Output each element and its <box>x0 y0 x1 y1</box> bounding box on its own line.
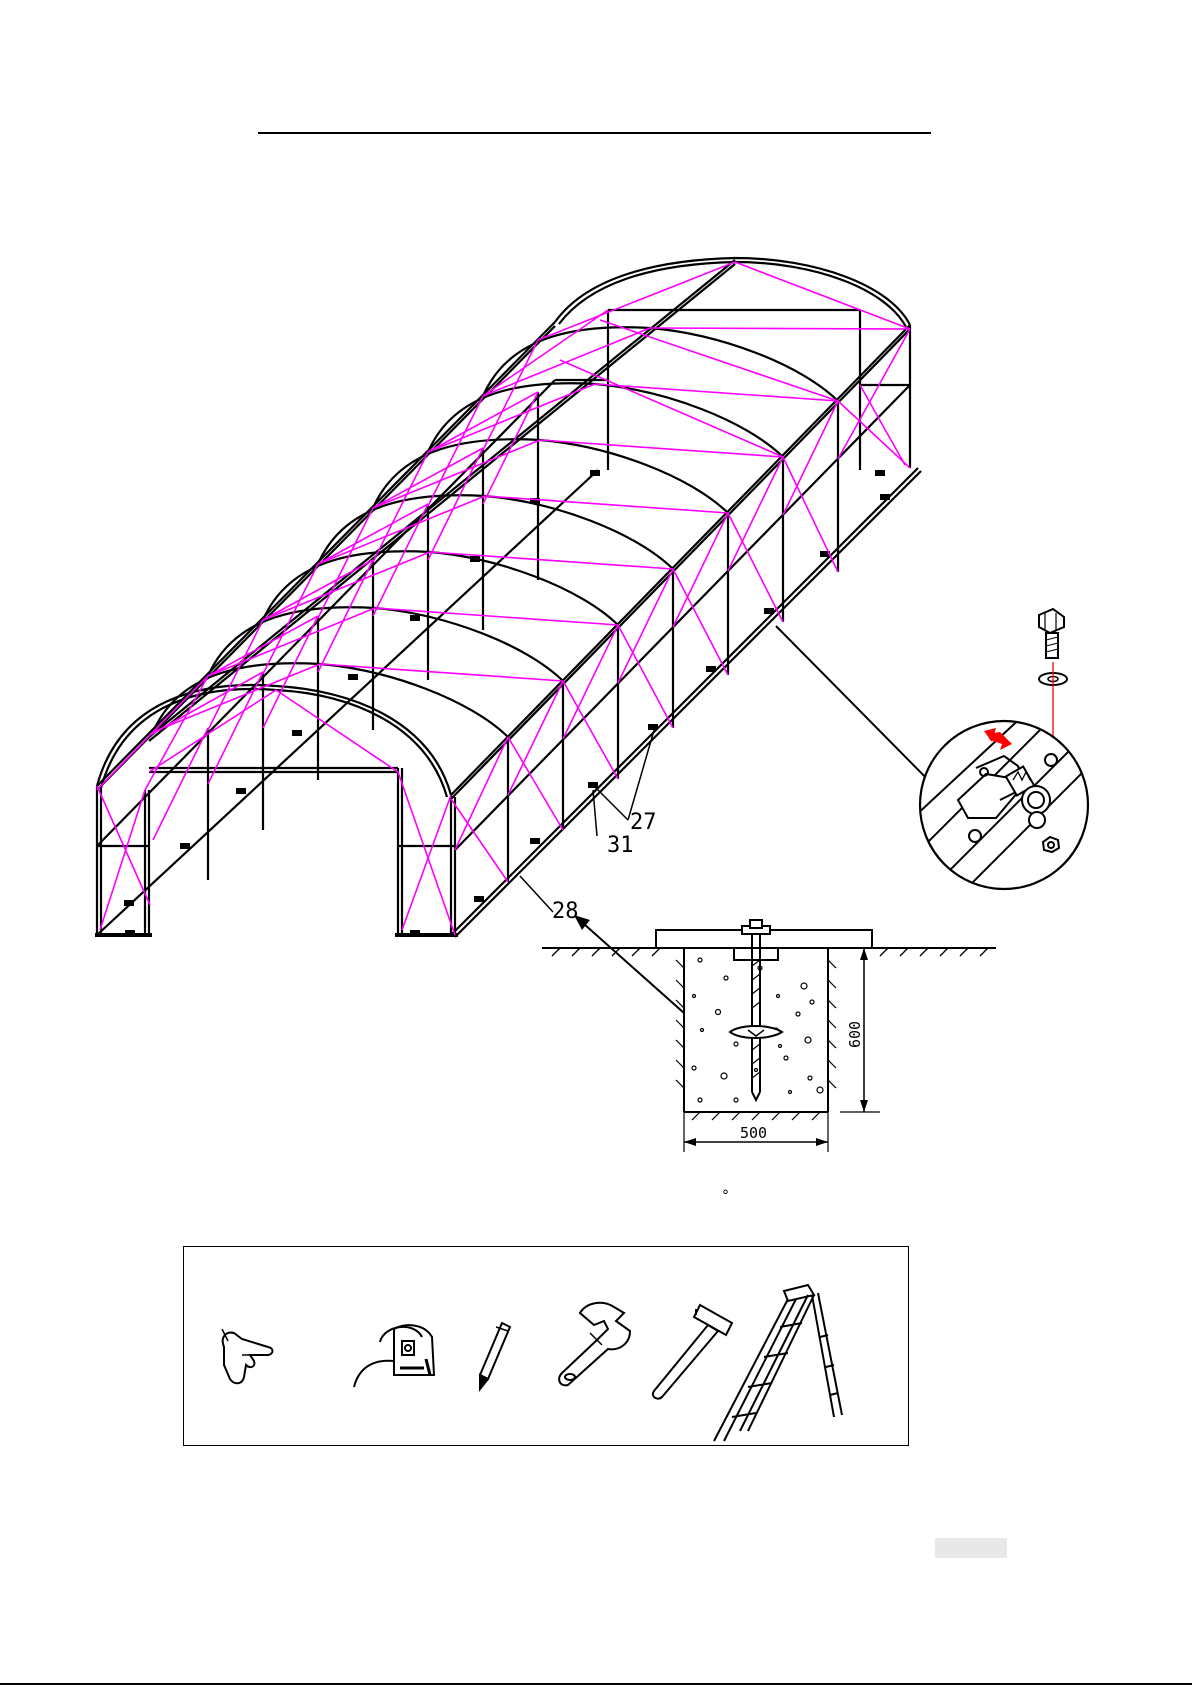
tunnel-frame <box>95 258 921 937</box>
pencil-icon <box>480 1323 510 1389</box>
callout-28: 28 <box>552 899 579 924</box>
ratchet-detail-circle <box>900 700 1095 900</box>
callout-27: 27 <box>630 810 657 835</box>
step-ladder-icon <box>714 1285 842 1441</box>
caption-mark: ° <box>722 1188 729 1204</box>
tools-illustration <box>184 1247 910 1447</box>
ground-anchor-section: 600 500 <box>542 920 996 1152</box>
width-dimension: 500 <box>740 1124 767 1142</box>
adjustable-wrench-icon <box>559 1303 630 1386</box>
depth-dimension: 600 <box>846 1021 864 1048</box>
tools-panel <box>183 1246 909 1446</box>
hammer-icon <box>653 1305 732 1399</box>
tape-measure-icon <box>354 1325 434 1387</box>
callout-31: 31 <box>607 833 634 858</box>
hand-pointer-icon <box>222 1329 273 1383</box>
page-number-tab <box>935 1538 1007 1558</box>
